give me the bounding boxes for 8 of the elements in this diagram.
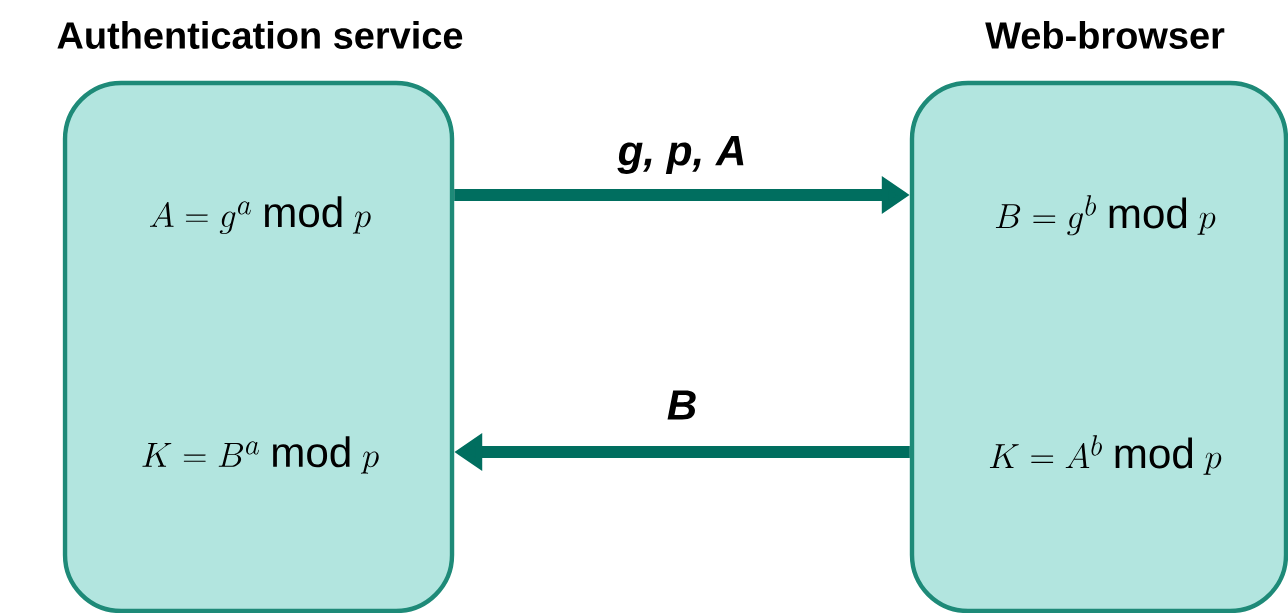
heading: Authentication service — [57, 21, 463, 49]
formula: $B = g^{b} \bmod p$ — [995, 195, 1216, 236]
heading: Web-browser — [985, 21, 1225, 49]
formula: $A = g^{a} \bmod p$ — [150, 196, 371, 234]
edge-label: g, p, A — [617, 136, 744, 174]
formula: $K = B^{a} \bmod p$ — [142, 436, 379, 474]
edge-label: B — [667, 390, 696, 420]
formula: $K = A^{b} \bmod p$ — [989, 435, 1222, 475]
